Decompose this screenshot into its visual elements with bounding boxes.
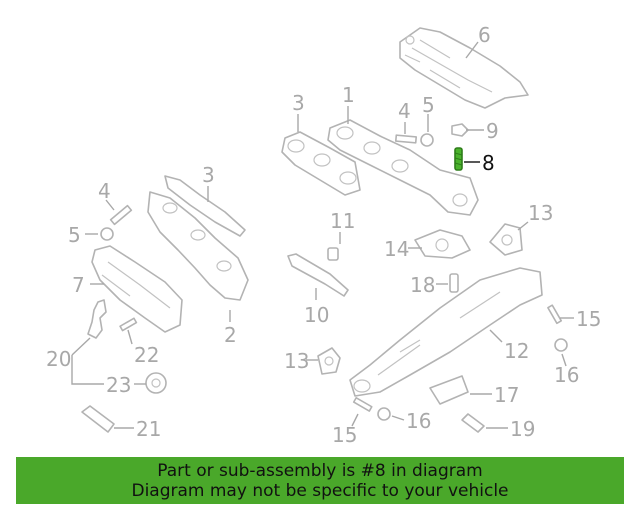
gasket-part-3-right[interactable] (281, 131, 361, 196)
stud-part-8-highlighted[interactable] (454, 147, 463, 171)
exhaust-manifold-part-2[interactable] (147, 191, 249, 301)
callout-2: 2 (224, 323, 237, 347)
callout-labels: 6 3 1 4 5 9 8 3 4 5 7 2 11 14 13 18 10 1… (46, 23, 601, 447)
callout-13-right: 13 (528, 201, 553, 225)
stud-part-15-right[interactable] (547, 304, 563, 325)
callout-1: 1 (342, 83, 355, 107)
callout-17: 17 (494, 383, 519, 407)
bolt-part-18[interactable] (449, 273, 459, 293)
gasket-part-13-right[interactable] (489, 223, 523, 256)
heat-shield-part-6[interactable] (399, 27, 529, 109)
callout-10: 10 (304, 303, 329, 327)
nut-part-9[interactable] (451, 123, 469, 137)
stud-part-22[interactable] (119, 317, 138, 332)
callout-22: 22 (134, 343, 159, 367)
callout-4-left: 4 (98, 179, 111, 203)
callout-19: 19 (510, 417, 535, 441)
nut-part-16-center[interactable] (377, 407, 391, 421)
callout-5-top: 5 (422, 93, 435, 117)
leader-lines (71, 41, 574, 429)
callout-16-center: 16 (406, 409, 431, 433)
bolt-part-21[interactable] (81, 405, 115, 433)
callout-16-right: 16 (554, 363, 579, 387)
highlight-banner: Part or sub-assembly is #8 in diagram Di… (16, 457, 624, 504)
nut-part-5-left[interactable] (100, 227, 114, 241)
nut-part-16-right[interactable] (554, 338, 568, 352)
callout-13-left: 13 (284, 349, 309, 373)
exhaust-pipe-part-12[interactable] (349, 267, 543, 397)
gasket-part-14[interactable] (414, 229, 471, 259)
callout-18: 18 (410, 273, 435, 297)
callout-6: 6 (478, 23, 491, 47)
stud-part-15-center[interactable] (352, 396, 373, 412)
callout-5-left: 5 (68, 223, 81, 247)
bracket-part-17[interactable] (429, 375, 469, 405)
callout-7: 7 (72, 273, 85, 297)
gasket-part-13-left[interactable] (317, 347, 341, 375)
callout-9: 9 (486, 119, 499, 143)
gasket-part-3-left[interactable] (164, 175, 246, 237)
callout-8-highlighted: 8 (482, 151, 495, 175)
callout-14: 14 (384, 237, 409, 261)
stud-part-4-left[interactable] (109, 204, 133, 226)
parts-diagram: 6 3 1 4 5 9 8 3 4 5 7 2 11 14 13 18 10 1… (46, 23, 601, 447)
nut-part-5-top[interactable] (420, 133, 434, 147)
exhaust-manifold-part-1[interactable] (327, 119, 479, 216)
callout-12: 12 (504, 339, 529, 363)
callout-20: 20 (46, 347, 71, 371)
callout-3-left: 3 (202, 163, 215, 187)
banner-line-1: Part or sub-assembly is #8 in diagram (157, 461, 483, 481)
callout-21: 21 (136, 417, 161, 441)
heat-shield-part-7[interactable] (91, 245, 183, 333)
sensor-part-23[interactable] (145, 372, 167, 394)
stud-part-4-top[interactable] (394, 134, 418, 144)
callout-4-top: 4 (398, 99, 411, 123)
banner-line-2: Diagram may not be specific to your vehi… (131, 481, 509, 501)
bolt-part-19[interactable] (461, 413, 485, 433)
sensor-part-20[interactable] (87, 299, 107, 339)
bolt-part-11[interactable] (327, 247, 339, 261)
callout-15-right: 15 (576, 307, 601, 331)
bracket-part-10[interactable] (287, 253, 349, 297)
callout-23: 23 (106, 373, 131, 397)
callout-3-right: 3 (292, 91, 305, 115)
callout-11: 11 (330, 209, 355, 233)
callout-15-center: 15 (332, 423, 357, 447)
